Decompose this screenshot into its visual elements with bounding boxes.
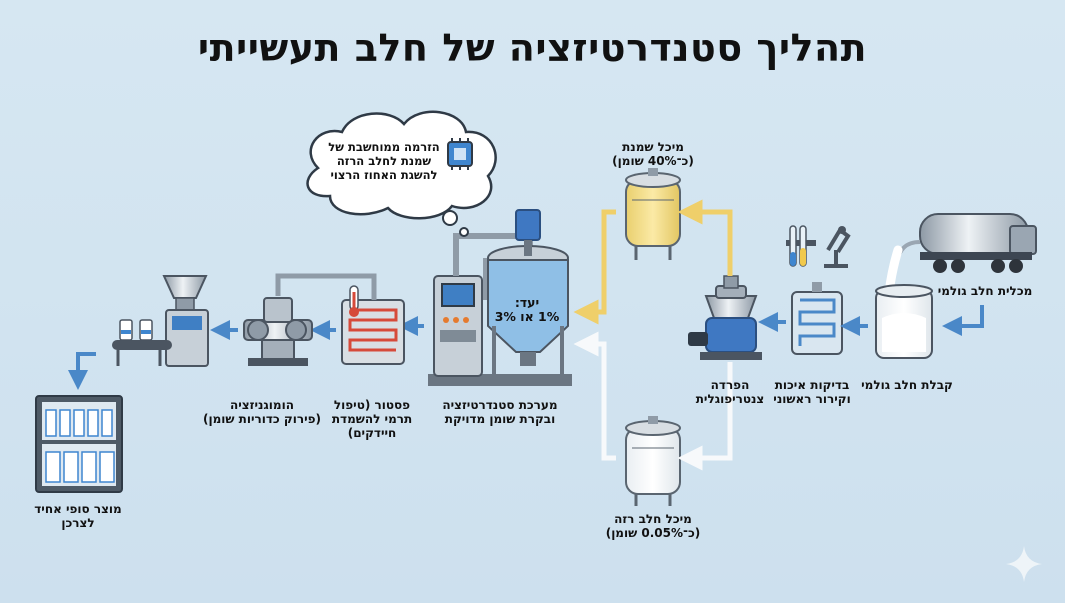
sparkle-icon xyxy=(1006,546,1042,582)
cream-tank-icon xyxy=(625,168,681,260)
target-label: יעד:1% או 3% xyxy=(494,295,560,324)
centrifuge-separator-icon xyxy=(688,275,762,360)
standardization-system-icon xyxy=(428,209,572,386)
milk-tanker-icon xyxy=(881,213,1037,335)
skim-milk-tank-icon xyxy=(625,416,681,506)
cpu-chip-icon xyxy=(447,138,473,170)
homogenizer-icon xyxy=(243,297,313,366)
cream-tank-label: מיכל שמנת(כ־40% שומן) xyxy=(612,140,694,168)
tanker-label: מכלית חלב גולמי xyxy=(937,284,1033,298)
thought-cloud xyxy=(306,110,497,237)
stage-homogenization-label: הומוגניזציה(פירוק כדוריות שומן) xyxy=(203,398,321,426)
store-shelf-icon xyxy=(35,395,123,493)
pasteurizer-icon xyxy=(275,273,405,365)
lab-equipment-icon xyxy=(786,225,851,268)
filling-machine-icon xyxy=(112,275,209,367)
page-title: תהליך סטנדרטיזציה של חלב תעשייתי xyxy=(197,26,868,70)
stage-receiving-label: קבלת חלב גולמי xyxy=(861,378,953,392)
skim-tank-label: מיכל חלב רזה(כ־0.05% שומן) xyxy=(605,512,701,540)
receiving-tank-icon xyxy=(875,284,933,359)
cooling-exchanger-icon xyxy=(791,282,843,355)
